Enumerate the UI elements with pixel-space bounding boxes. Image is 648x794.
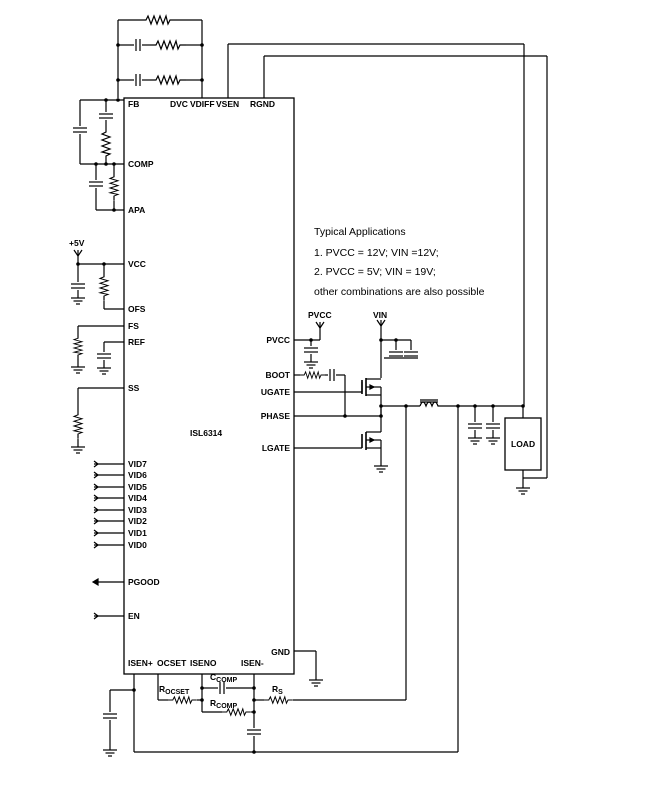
pin-vsen: VSEN [216, 99, 239, 109]
notes-title: Typical Applications [314, 226, 406, 238]
chip-name: ISL6314 [190, 428, 222, 438]
pin-vid6: VID6 [128, 470, 147, 480]
pin-rgnd: RGND [250, 99, 275, 109]
pin-en: EN [128, 611, 140, 621]
pin-isen-minus: ISEN- [241, 658, 264, 668]
pin-vid0: VID0 [128, 540, 147, 550]
pin-fb: FB [128, 99, 139, 109]
notes-line-1: 1. PVCC = 12V; VIN =12V; [314, 247, 439, 259]
pin-gnd: GND [271, 647, 290, 657]
rail-vin: VIN [373, 310, 387, 320]
pin-vid5: VID5 [128, 482, 147, 492]
pin-comp: COMP [128, 159, 154, 169]
pin-boot: BOOT [265, 370, 290, 380]
pin-ocset: OCSET [157, 658, 187, 668]
pin-vid1: VID1 [128, 528, 147, 538]
pin-ss: SS [128, 383, 140, 393]
rail-pvcc: PVCC [308, 310, 332, 320]
rail-plus5v: +5V [69, 238, 85, 248]
label-rcomp: RCOMP [210, 698, 237, 710]
junction-dots [76, 43, 525, 754]
pin-vid7: VID7 [128, 459, 147, 469]
pin-ugate: UGATE [261, 387, 290, 397]
pin-vid3: VID3 [128, 505, 147, 515]
pin-lgate: LGATE [262, 443, 291, 453]
notes-line-2: 2. PVCC = 5V; VIN = 19V; [314, 266, 436, 278]
label-rs: RS [272, 684, 283, 696]
pin-vid4: VID4 [128, 493, 147, 503]
pin-isen-plus: ISEN+ [128, 658, 153, 668]
pin-ofs: OFS [128, 304, 146, 314]
pin-dvc: DVC [170, 99, 188, 109]
label-rocset: ROCSET [159, 684, 190, 696]
load-label: LOAD [511, 439, 535, 449]
ic-body [123, 97, 295, 675]
pin-iseno: ISENO [190, 658, 217, 668]
pin-apa: APA [128, 205, 145, 215]
pin-fs: FS [128, 321, 139, 331]
notes-line-3: other combinations are also possible [314, 286, 485, 298]
pin-ref: REF [128, 337, 145, 347]
pin-vid2: VID2 [128, 516, 147, 526]
pin-vcc: VCC [128, 259, 146, 269]
label-ccomp: CCOMP [210, 672, 237, 684]
pin-phase: PHASE [261, 411, 291, 421]
pin-pgood: PGOOD [128, 577, 160, 587]
pin-vdiff: VDIFF [190, 99, 215, 109]
pin-pvcc: PVCC [266, 335, 290, 345]
